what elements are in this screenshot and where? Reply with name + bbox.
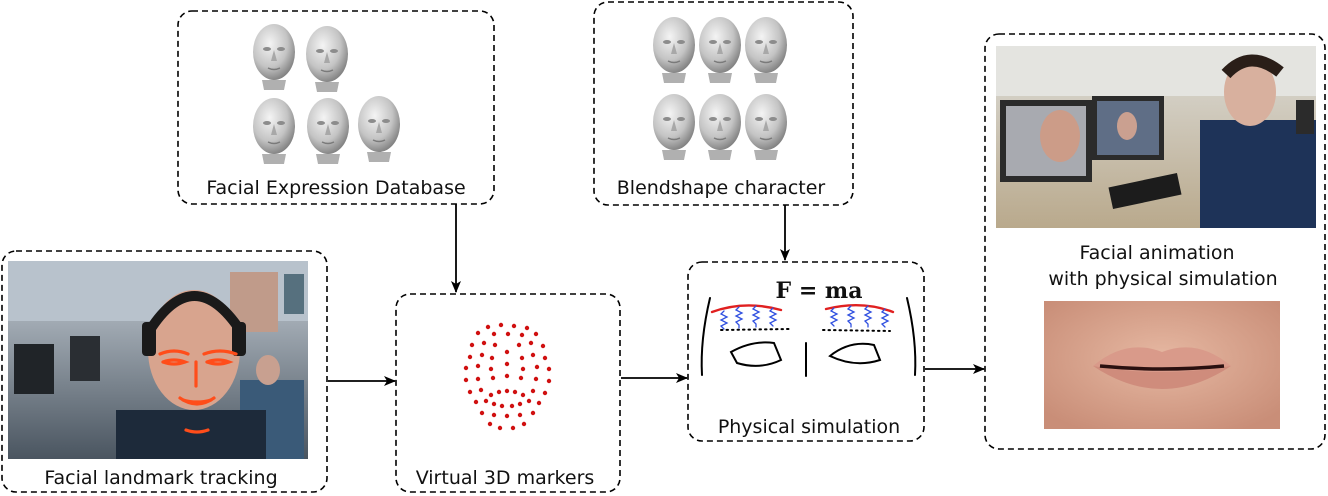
simulation-label: Physical simulation bbox=[718, 416, 900, 438]
simulation-box bbox=[687, 261, 925, 442]
output-label-line2: with physical simulation bbox=[1048, 268, 1277, 290]
tracking-box bbox=[1, 250, 328, 493]
blendshape-head-renders bbox=[652, 16, 788, 161]
tracking-label: Facial landmark tracking bbox=[44, 467, 277, 489]
blendshape-label: Blendshape character bbox=[617, 177, 826, 199]
output-box bbox=[984, 33, 1326, 450]
simulation-equation: F = ma bbox=[776, 278, 863, 304]
output-label-line1: Facial animation bbox=[1079, 242, 1234, 264]
database-head-renders bbox=[252, 23, 401, 165]
markers-box bbox=[395, 293, 621, 493]
lips-closeup bbox=[1044, 301, 1280, 429]
marker-point-cloud bbox=[463, 322, 552, 431]
tracking-photo bbox=[8, 261, 308, 459]
landmark-overlay bbox=[158, 349, 238, 434]
database-box bbox=[177, 10, 495, 205]
office-photo bbox=[996, 46, 1316, 228]
blendshape-box bbox=[593, 1, 854, 206]
markers-label: Virtual 3D markers bbox=[416, 467, 595, 489]
database-label: Facial Expression Database bbox=[206, 177, 465, 199]
simulation-schematic bbox=[700, 297, 917, 377]
